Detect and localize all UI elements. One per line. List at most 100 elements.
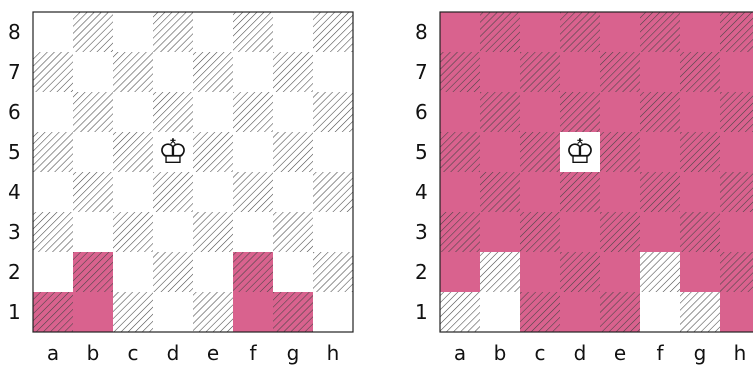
square-d8 — [560, 12, 600, 52]
square-f6 — [233, 92, 273, 132]
square-e6 — [193, 92, 233, 132]
file-label-b: b — [494, 341, 507, 365]
square-d3 — [560, 212, 600, 252]
square-a8 — [440, 12, 480, 52]
square-a1 — [440, 292, 480, 332]
square-h4 — [720, 172, 753, 212]
rank-label-7: 7 — [415, 60, 428, 84]
square-h8 — [313, 12, 353, 52]
rank-label-2: 2 — [415, 260, 428, 284]
square-c2 — [113, 252, 153, 292]
square-e7 — [600, 52, 640, 92]
square-a6 — [440, 92, 480, 132]
square-h6 — [313, 92, 353, 132]
square-e7 — [193, 52, 233, 92]
square-b8 — [480, 12, 520, 52]
rank-label-6: 6 — [8, 100, 21, 124]
file-label-f: f — [249, 341, 257, 365]
square-d5 — [153, 132, 193, 172]
board-border — [439, 11, 753, 333]
rank-label-4: 4 — [415, 180, 428, 204]
rank-label-2: 2 — [8, 260, 21, 284]
white-king-icon: ♔ — [158, 132, 188, 172]
file-label-a: a — [454, 341, 466, 365]
file-label-e: e — [207, 341, 219, 365]
square-h5 — [720, 132, 753, 172]
square-d7 — [153, 52, 193, 92]
square-f8 — [640, 12, 680, 52]
square-c4 — [520, 172, 560, 212]
square-a7 — [440, 52, 480, 92]
rank-label-1: 1 — [415, 300, 428, 324]
square-c1 — [520, 292, 560, 332]
square-b7 — [73, 52, 113, 92]
square-h1 — [720, 292, 753, 332]
rank-label-4: 4 — [8, 180, 21, 204]
square-e1 — [600, 292, 640, 332]
square-c6 — [520, 92, 560, 132]
white-king-icon: ♔ — [565, 132, 595, 172]
file-label-e: e — [614, 341, 626, 365]
square-h6 — [720, 92, 753, 132]
square-g6 — [273, 92, 313, 132]
square-d2 — [153, 252, 193, 292]
file-label-d: d — [167, 341, 180, 365]
rank-label-8: 8 — [415, 20, 428, 44]
square-f3 — [233, 212, 273, 252]
square-c5 — [520, 132, 560, 172]
square-e3 — [193, 212, 233, 252]
square-b1 — [480, 292, 520, 332]
square-e6 — [600, 92, 640, 132]
square-a2 — [33, 252, 73, 292]
square-h8 — [720, 12, 753, 52]
square-f2 — [640, 252, 680, 292]
file-label-g: g — [694, 341, 707, 365]
square-e1 — [193, 292, 233, 332]
rank-label-5: 5 — [8, 140, 21, 164]
square-d1 — [560, 292, 600, 332]
square-g5 — [273, 132, 313, 172]
square-c3 — [113, 212, 153, 252]
square-b8 — [73, 12, 113, 52]
square-h7 — [313, 52, 353, 92]
square-b4 — [73, 172, 113, 212]
square-f6 — [640, 92, 680, 132]
square-b4 — [480, 172, 520, 212]
square-h7 — [720, 52, 753, 92]
square-a5 — [440, 132, 480, 172]
square-c6 — [113, 92, 153, 132]
square-c8 — [520, 12, 560, 52]
square-e2 — [193, 252, 233, 292]
square-d6 — [153, 92, 193, 132]
square-c7 — [520, 52, 560, 92]
square-a6 — [33, 92, 73, 132]
square-e2 — [600, 252, 640, 292]
square-a2 — [440, 252, 480, 292]
square-c2 — [520, 252, 560, 292]
square-g2 — [680, 252, 720, 292]
square-c7 — [113, 52, 153, 92]
square-f8 — [233, 12, 273, 52]
square-g6 — [680, 92, 720, 132]
square-c3 — [520, 212, 560, 252]
square-d3 — [153, 212, 193, 252]
square-h5 — [313, 132, 353, 172]
rank-label-3: 3 — [415, 220, 428, 244]
square-b1 — [73, 292, 113, 332]
square-e4 — [600, 172, 640, 212]
square-a7 — [33, 52, 73, 92]
square-b6 — [480, 92, 520, 132]
file-label-b: b — [87, 341, 100, 365]
square-g7 — [680, 52, 720, 92]
square-h1 — [313, 292, 353, 332]
square-c8 — [113, 12, 153, 52]
square-d5 — [560, 132, 600, 172]
square-e4 — [193, 172, 233, 212]
square-g1 — [273, 292, 313, 332]
square-g8 — [680, 12, 720, 52]
square-f2 — [233, 252, 273, 292]
square-g4 — [680, 172, 720, 212]
